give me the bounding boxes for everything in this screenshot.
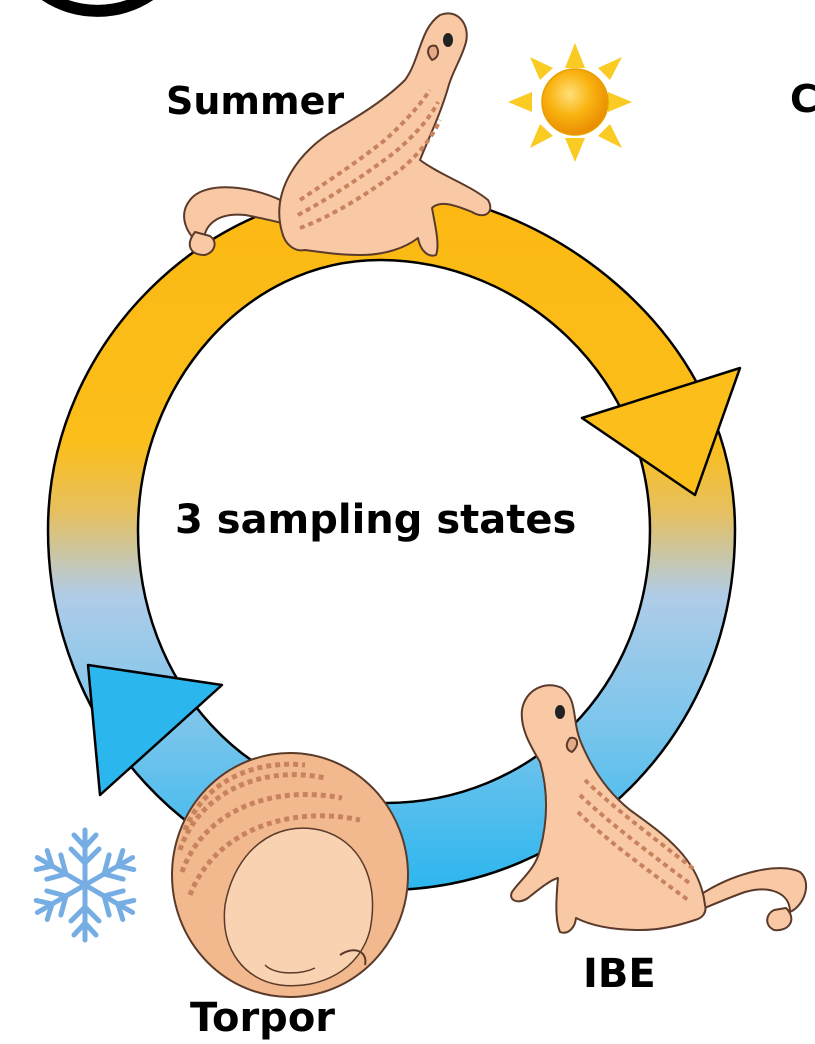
snowflake-icon (30, 830, 139, 940)
state-label-ibe: IBE (583, 954, 656, 994)
partial-panel-label: C (790, 80, 815, 118)
center-label: 3 sampling states (175, 500, 576, 540)
sun-icon (508, 43, 632, 162)
squirrel-curled-icon (172, 753, 408, 997)
state-label-summer: Summer (166, 82, 344, 120)
partial-circle-icon (45, 0, 150, 11)
state-label-torpor: Torpor (190, 998, 335, 1038)
